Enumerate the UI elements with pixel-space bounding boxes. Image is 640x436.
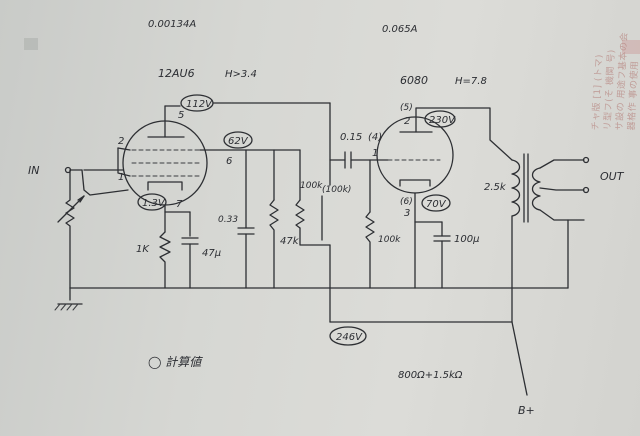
voltage-bubble-246v xyxy=(329,326,367,346)
pin-6-right: (6) xyxy=(400,197,413,207)
xfmr-label: 2.5k xyxy=(484,182,507,193)
c-couple-label: 0.15 xyxy=(340,132,362,143)
pin-7-left: 7 xyxy=(176,199,183,210)
voltage-bubble-62v xyxy=(223,131,253,149)
c-cathode2-label: 100μ xyxy=(454,234,479,245)
input-label: IN xyxy=(28,164,39,177)
voltage-112v: 112V xyxy=(186,99,213,110)
voltage-bubble-13v xyxy=(137,193,167,211)
r-grid-label: 100k xyxy=(378,235,401,245)
wiring-left-stage xyxy=(54,102,569,311)
r-cathode-label: 1K xyxy=(136,244,150,255)
measured-note: ◯ 計算値 xyxy=(148,355,203,369)
r-plate-label: 100k xyxy=(300,181,323,191)
pin-6-left: 6 xyxy=(226,156,232,167)
coupling-capacitor xyxy=(329,151,389,169)
tube-right-type: 6080 xyxy=(400,74,428,87)
c-cathode-label: 47μ xyxy=(202,248,221,259)
tube-left-type: 12AU6 xyxy=(158,67,195,80)
pin-4-right: (4) xyxy=(368,132,382,143)
voltage-bubble-230v xyxy=(424,110,456,128)
tube-6080 xyxy=(376,116,454,194)
paper-mark xyxy=(24,38,38,50)
voltage-246v: 246V xyxy=(336,332,363,343)
voltage-13v: 1.3V xyxy=(142,198,166,209)
voltage-bubble-70v xyxy=(421,194,451,212)
pin-3-right: 3 xyxy=(404,208,410,219)
pin-5-right: (5) xyxy=(400,103,413,113)
impedance-note: 800Ω+1.5kΩ xyxy=(398,370,463,381)
pin-2-right: 2 xyxy=(404,116,410,127)
supply-label: B+ xyxy=(518,404,535,417)
r-plate-alt-label: (100k) xyxy=(322,185,351,195)
voltage-62v: 62V xyxy=(228,136,249,147)
output-label: OUT xyxy=(600,170,625,183)
pin-2-left: 2 xyxy=(118,136,124,147)
pin-5-left: 5 xyxy=(178,110,184,121)
wiring-right-stage xyxy=(329,107,590,396)
tube-right-heater: H=7.8 xyxy=(455,76,487,87)
voltage-70v: 70V xyxy=(426,199,447,210)
c-screen-label: 0.33 xyxy=(218,215,238,225)
voltage-230v: 230V xyxy=(429,115,456,126)
current-left: 0.00134A xyxy=(148,19,196,30)
pin-1-right: 1 xyxy=(372,148,378,159)
r-screen-label: 47k xyxy=(280,236,300,247)
pin-1-left: 1 xyxy=(118,172,124,183)
current-right: 0.065A xyxy=(382,24,418,35)
tube-left-heater: H>3.4 xyxy=(225,69,257,80)
